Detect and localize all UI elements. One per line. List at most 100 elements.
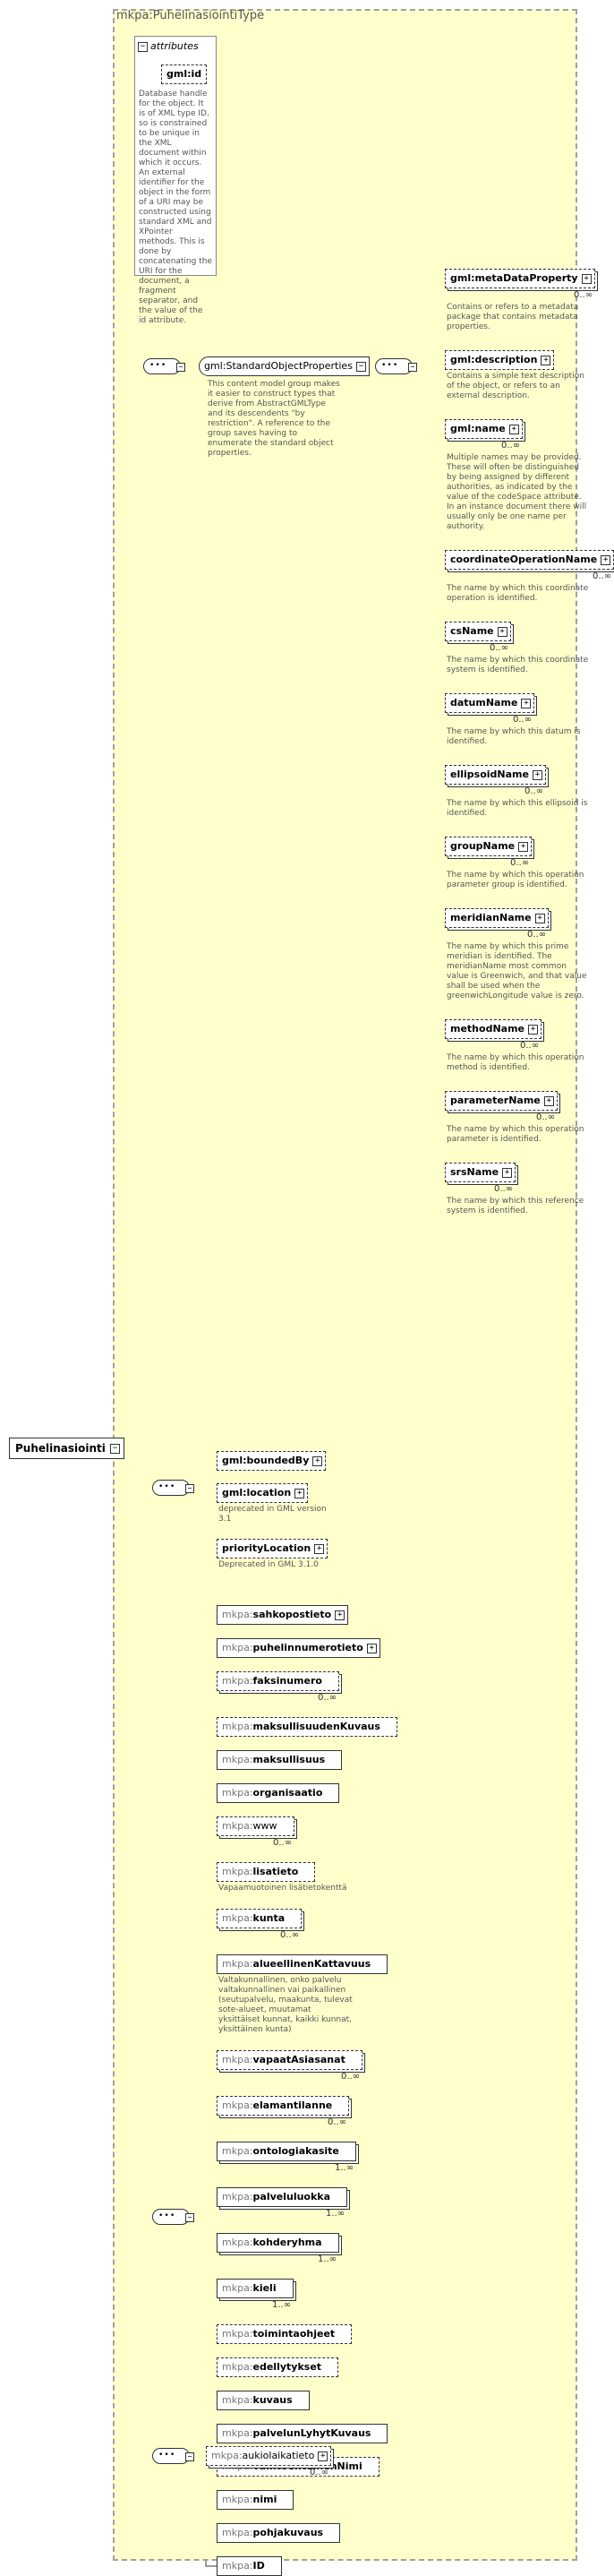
sequence-compositor[interactable]: •••−	[152, 2448, 194, 2464]
schema-element[interactable]: srsName+	[445, 1163, 516, 1182]
schema-element[interactable]: mkpa:pohjakuvaus	[217, 2523, 341, 2543]
schema-element[interactable]: priorityLocation+	[217, 1539, 328, 1558]
schema-element[interactable]: mkpa:aukiolaikatieto+	[206, 2446, 332, 2466]
schema-element[interactable]: datumName+	[445, 693, 535, 713]
element-description: The name by which this coordinate system…	[447, 656, 589, 674]
expand-icon[interactable]: +	[312, 1456, 323, 1466]
cardinality-label: 0..∞	[510, 858, 530, 868]
element-name: ellipsoidName	[450, 769, 529, 780]
schema-element[interactable]: mkpa:maksullisuus	[217, 1750, 343, 1770]
collapse-icon[interactable]: −	[355, 362, 366, 372]
element-name: ID	[252, 2560, 265, 2572]
expand-icon[interactable]: +	[534, 914, 545, 923]
schema-element[interactable]: mkpa:nimi	[217, 2490, 294, 2510]
cardinality-label: 0..∞	[536, 1112, 556, 1122]
expand-icon[interactable]: +	[528, 1025, 538, 1035]
schema-element[interactable]: mkpa:palveluluokka	[217, 2187, 348, 2207]
schema-element[interactable]: mkpa:kohderyhma	[217, 2233, 339, 2253]
expand-icon[interactable]: +	[601, 555, 611, 565]
element-name: methodName	[450, 1023, 524, 1035]
element-name: palveluluokka	[252, 2191, 331, 2202]
standard-object-properties-group[interactable]: gml:StandardObjectProperties−	[199, 356, 370, 376]
element-name: toimintaohjeet	[252, 2328, 336, 2340]
expand-icon[interactable]: +	[318, 2451, 328, 2461]
schema-element[interactable]: mkpa:faksinumero	[217, 1671, 339, 1691]
expand-icon[interactable]: +	[502, 1168, 513, 1178]
schema-element[interactable]: mkpa:alueellinenKattavuus	[217, 1954, 388, 1974]
schema-element[interactable]: mkpa:maksullisuudenKuvaus	[217, 1717, 397, 1737]
schema-element[interactable]: mkpa:kuvaus	[217, 2391, 310, 2410]
schema-element[interactable]: mkpa:www	[217, 1816, 294, 1836]
collapse-icon[interactable]: −	[185, 1484, 194, 1493]
schema-element[interactable]: ellipsoidName+	[445, 765, 546, 785]
schema-element[interactable]: mkpa:kieli	[217, 2279, 294, 2298]
schema-element[interactable]: mkpa:ontologiakasite	[217, 2142, 356, 2161]
element-icon	[297, 2396, 306, 2404]
expand-icon[interactable]: +	[366, 1644, 377, 1653]
expand-icon[interactable]: +	[294, 1489, 305, 1498]
element-name: srsName	[450, 1166, 499, 1178]
expand-icon[interactable]: +	[518, 842, 529, 852]
cardinality-label: 0..∞	[310, 2468, 329, 2477]
attribute-gml-id[interactable]: gml:id	[161, 64, 208, 84]
expand-icon[interactable]: +	[521, 699, 532, 708]
expand-icon[interactable]: +	[532, 770, 542, 780]
schema-element[interactable]: methodName +	[445, 1019, 542, 1039]
cardinality-label: 0..∞	[280, 1930, 300, 1940]
sequence-compositor[interactable]: •••−	[375, 358, 417, 374]
schema-element[interactable]: groupName+	[445, 837, 533, 856]
collapse-icon[interactable]: −	[109, 1444, 120, 1454]
schema-element[interactable]: meridianName+	[445, 908, 549, 928]
schema-element[interactable]: mkpa:edellytykset	[217, 2357, 339, 2377]
cardinality-label: 1..∞	[326, 2209, 345, 2219]
element-description: The name by which this datum is identifi…	[447, 727, 581, 746]
element-icon	[336, 2193, 345, 2201]
schema-element[interactable]: mkpa:sahkopostieto+	[217, 1605, 349, 1625]
expand-icon[interactable]: +	[497, 627, 507, 637]
expand-icon[interactable]: +	[541, 356, 551, 365]
element-prefix: mkpa:	[222, 2560, 253, 2572]
schema-element[interactable]: csName+	[445, 622, 511, 641]
element-icon	[340, 2330, 349, 2338]
schema-element[interactable]: mkpa:elamantilanne	[217, 2096, 350, 2116]
expand-icon[interactable]: +	[508, 425, 519, 434]
schema-element[interactable]: mkpa:lisatieto	[217, 1862, 316, 1882]
expand-icon[interactable]: +	[543, 1096, 554, 1106]
cardinality-label: 0..∞	[341, 2072, 361, 2082]
collapse-icon[interactable]: −	[176, 363, 185, 372]
collapse-icon[interactable]: −	[185, 2452, 194, 2461]
schema-element[interactable]: gml:description+	[445, 350, 555, 370]
schema-element[interactable]: parameterName+	[445, 1091, 558, 1111]
schema-element[interactable]: gml:name+	[445, 419, 523, 439]
collapse-icon[interactable]: −	[138, 41, 148, 52]
schema-element[interactable]: gml:metaDataProperty+	[445, 269, 595, 288]
element-name: ontologiakasite	[252, 2145, 339, 2157]
root-element-label: Puhelinasiointi	[15, 1442, 106, 1455]
schema-element[interactable]: gml:boundedBy+	[217, 1451, 327, 1471]
sequence-compositor[interactable]: •••−	[143, 358, 185, 374]
collapse-icon[interactable]: −	[408, 363, 417, 372]
element-prefix: mkpa:	[222, 2237, 253, 2248]
schema-element[interactable]: coordinateOperationName+	[445, 550, 614, 570]
schema-element[interactable]: mkpa:ID	[217, 2556, 282, 2576]
schema-element[interactable]: mkpa:toimintaohjeet	[217, 2324, 353, 2344]
schema-element[interactable]: mkpa:puhelinnumerotieto+	[217, 1638, 380, 1658]
schema-element[interactable]: gml:location+	[217, 1483, 309, 1503]
expand-icon[interactable]: +	[581, 274, 592, 284]
schema-element[interactable]: mkpa:palvelunLyhytKuvaus	[217, 2424, 388, 2443]
cardinality-label: 1..∞	[335, 2163, 354, 2173]
collapse-icon[interactable]: −	[185, 2213, 194, 2222]
sequence-compositor[interactable]: •••−	[152, 2209, 194, 2225]
attributes-header[interactable]: −attributes	[138, 40, 199, 52]
schema-element[interactable]: mkpa:vapaatAsiasanat	[217, 2050, 362, 2070]
element-description: The name by which this ellipsoid is iden…	[447, 799, 588, 818]
sequence-icon: •••	[158, 1482, 176, 1491]
schema-element[interactable]: mkpa:kunta	[217, 1909, 303, 1928]
element-icon	[303, 1868, 312, 1876]
sequence-compositor[interactable]: •••−	[152, 1480, 194, 1496]
expand-icon[interactable]: +	[314, 1544, 325, 1554]
schema-element[interactable]: mkpa:organisaatio	[217, 1783, 340, 1803]
element-icon	[350, 2056, 359, 2064]
root-element[interactable]: Puhelinasiointi −	[9, 1438, 124, 1459]
expand-icon[interactable]: +	[335, 1610, 345, 1620]
